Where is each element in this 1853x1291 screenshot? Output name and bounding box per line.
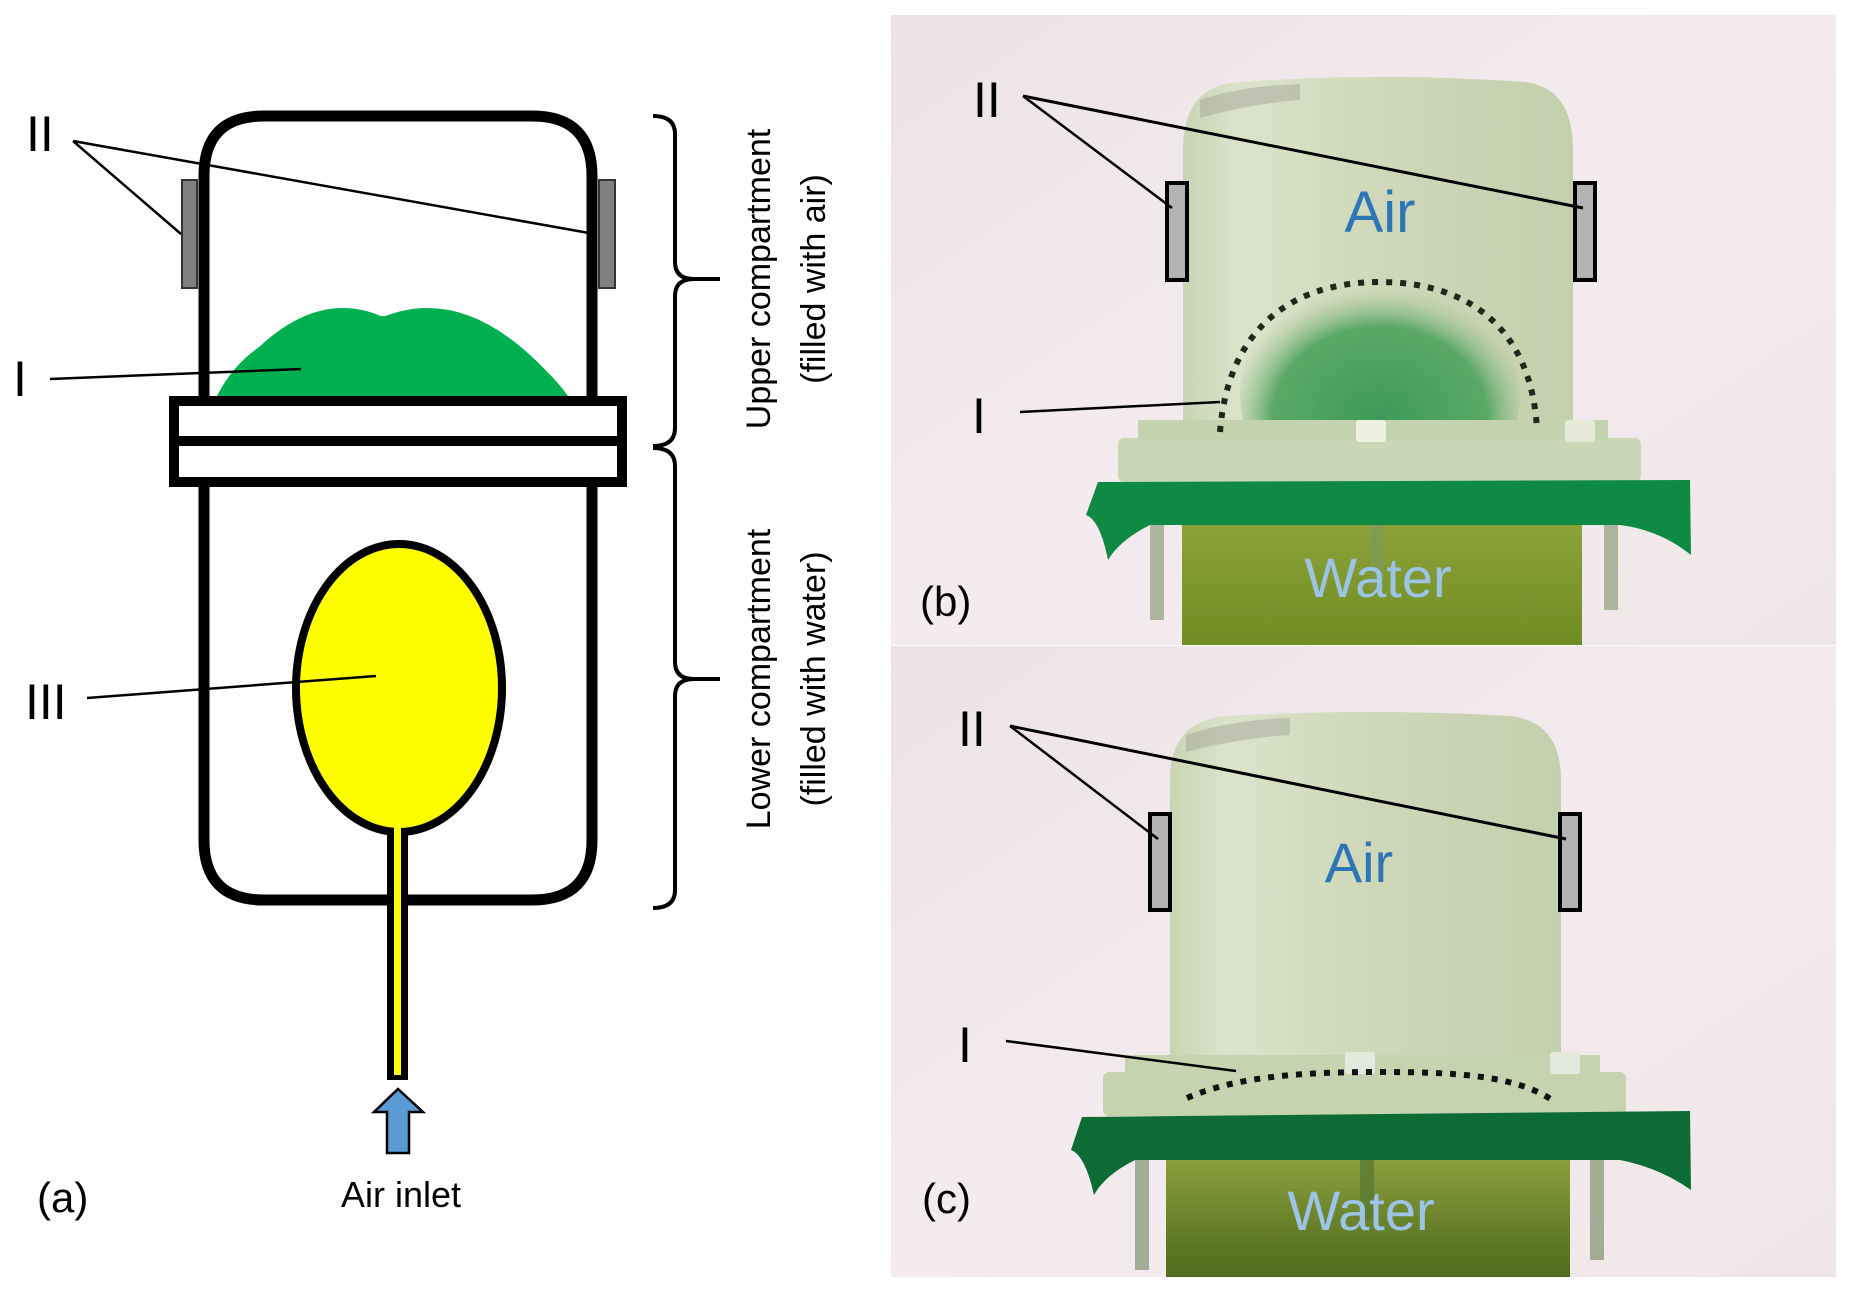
brace-lower: [652, 446, 720, 910]
panel-label-a: (a): [37, 1174, 88, 1221]
pointer-III: [86, 674, 377, 700]
label-I: I: [13, 351, 27, 407]
label-III: III: [25, 674, 67, 730]
photo-b-tape: [1086, 480, 1691, 560]
photo-b-bolt: [1604, 500, 1618, 610]
photo-b-pointer-II-right: [1022, 94, 1584, 210]
photo-c-nut: [1550, 1052, 1580, 1074]
photo-c-vessel: [1170, 712, 1561, 1075]
balloon: [292, 540, 506, 836]
photo-c-droplet-outline: [1185, 1068, 1554, 1103]
photo-c-label-II: II: [958, 701, 986, 757]
photo-c-bolt: [1590, 1160, 1604, 1260]
flange-lower-plate: [169, 436, 627, 487]
photo-c-electrode-left: [1148, 812, 1172, 912]
photo-c-tape: [1071, 1111, 1691, 1195]
photo-b-bolt: [1370, 520, 1384, 590]
lower-compartment-subtitle: (filled with water): [795, 551, 833, 806]
electrode-right: [598, 179, 616, 289]
upper-compartment-subtitle: (filled with air): [795, 174, 833, 384]
photo-c-vessel-top-deposits: [1186, 718, 1290, 752]
photo-b-bolt: [1150, 500, 1164, 620]
panel-a-pointers: [49, 139, 590, 700]
photo-c-pointer-II-left: [1009, 725, 1159, 840]
air-inlet-label: Air inlet: [341, 1174, 461, 1215]
photo-b-electrode-right: [1573, 181, 1597, 282]
label-II: II: [26, 106, 54, 162]
flange-upper-plate: [169, 396, 627, 446]
photo-c-air-label: Air: [1325, 831, 1393, 894]
panel-label-b: (b): [920, 578, 971, 625]
photo-c-electrode-right: [1558, 812, 1582, 912]
droplet-dome: [217, 316, 568, 396]
photo-b-air-label: Air: [1345, 180, 1416, 245]
panel-c-photo: II I Air Water (c): [891, 646, 1836, 1277]
photo-c-bolt: [1135, 1160, 1149, 1270]
photo-b-pointer-I: [1019, 400, 1221, 414]
panel-a-schematic: II I III Upper compartment (filled with …: [13, 106, 833, 1221]
electrode-left: [181, 179, 198, 289]
photo-c-nut: [1345, 1052, 1375, 1074]
photo-b-label-I: I: [972, 388, 986, 444]
photo-b-flange: [1118, 438, 1641, 482]
pointer-II-right: [72, 139, 590, 235]
photo-c-water-label: Water: [1287, 1179, 1434, 1242]
photo-c-pointer-II-right: [1009, 724, 1567, 841]
photo-b-droplet-outline: [1217, 278, 1540, 433]
pointer-I: [49, 367, 302, 381]
air-tube-inner: [394, 826, 401, 1075]
panel-b-photo: II I Air Water (b): [891, 15, 1836, 645]
photo-b-water-label: Water: [1304, 546, 1451, 609]
photo-c-flange: [1103, 1072, 1626, 1116]
photo-b-pointer-II-left: [1022, 95, 1173, 209]
photo-b-nut: [1565, 420, 1595, 442]
brace-upper: [652, 114, 720, 448]
upper-compartment-title: Upper compartment: [740, 128, 778, 429]
photo-b-electrode-left: [1165, 181, 1189, 282]
photo-b-vessel-top-deposits: [1200, 84, 1300, 118]
photo-b-label-II: II: [973, 72, 1001, 128]
pointer-II-left: [72, 140, 182, 235]
photo-c-pointer-I: [1005, 1039, 1237, 1073]
photo-b-nut: [1356, 420, 1386, 442]
lower-compartment-title: Lower compartment: [740, 528, 778, 829]
air-inlet-arrow-icon: [370, 1087, 427, 1155]
photo-c-bolt: [1360, 1160, 1374, 1220]
panel-label-c: (c): [922, 1175, 971, 1222]
photo-c-label-I: I: [958, 1017, 972, 1073]
